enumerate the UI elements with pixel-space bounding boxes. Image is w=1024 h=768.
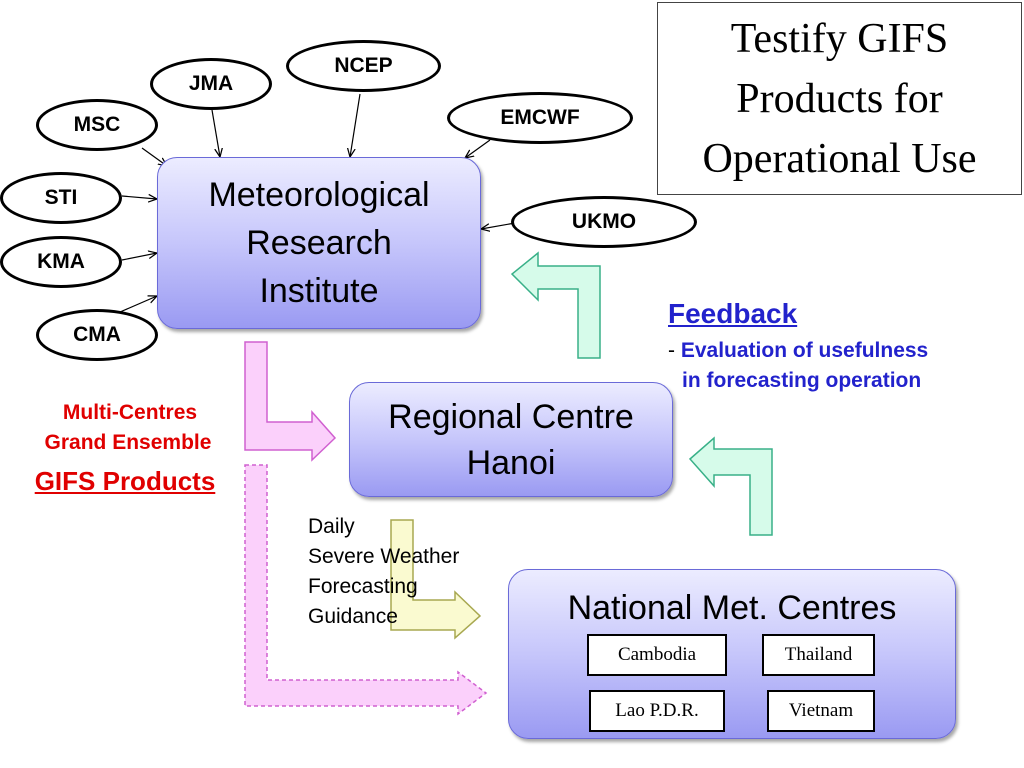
connector-emcwf [465, 139, 491, 158]
mri-line-2: Research [246, 224, 392, 262]
oval-emcwf: EMCWF [447, 92, 633, 144]
feedback-heading: Feedback [668, 298, 798, 329]
guidance-line-3: Forecasting [308, 575, 418, 598]
oval-kma: KMA [0, 236, 122, 288]
slide-title-line-1: Testify GIFS [730, 15, 949, 62]
connector-ukmo [481, 222, 516, 229]
country-vietnam: Vietnam [767, 690, 875, 732]
node-mri: Meteorological Research Institute [157, 157, 481, 329]
guidance-line-2: Severe Weather [308, 545, 460, 568]
yellow-arrow [390, 519, 482, 640]
guidance-line-1: Daily [308, 515, 355, 538]
regional-line-2: Hanoi [466, 443, 556, 482]
oval-ukmo: UKMO [511, 196, 697, 248]
oval-jma: JMA [150, 58, 272, 110]
connector-sti [121, 196, 157, 199]
label-grand-ensemble: Grand Ensemble [44, 431, 212, 454]
node-national-centres: National Met. Centres [508, 569, 956, 739]
feedback-text-1: Evaluation of usefulness [680, 339, 929, 362]
feedback-line-2: in forecasting operation [682, 369, 922, 392]
mri-line-1: Meteorological [208, 176, 430, 214]
oval-ncep: NCEP [286, 40, 441, 92]
pink-dashed-arrow [244, 464, 488, 716]
regional-line-1: Regional Centre [388, 397, 634, 436]
national-title: National Met. Centres [567, 589, 897, 627]
mri-line-3: Institute [259, 272, 379, 310]
slide-title-line-2: Products for [736, 75, 943, 122]
feedback-arrow-lower [688, 436, 773, 536]
feedback-arrow-upper [510, 251, 601, 359]
country-thailand: Thailand [762, 634, 875, 676]
guidance-text: Daily Severe Weather Forecasting Guidanc… [308, 512, 459, 632]
connector-jma [211, 109, 220, 157]
connector-kma [121, 253, 157, 261]
feedback-line-1: - Evaluation of usefulness [668, 336, 928, 366]
guidance-line-4: Guidance [308, 605, 398, 628]
label-multi-centres: Multi-Centres [62, 401, 198, 424]
country-lao-pdr: Lao P.D.R. [589, 690, 725, 732]
pink-bent-arrow [244, 341, 337, 462]
oval-msc: MSC [36, 99, 158, 151]
label-gifs-products: GIFS Products [34, 466, 216, 496]
feedback-dash: - [668, 339, 675, 362]
oval-cma: CMA [36, 309, 158, 361]
oval-sti: STI [0, 172, 122, 224]
connector-ncep [350, 93, 361, 157]
node-regional-centre: Regional Centre Hanoi [349, 382, 673, 497]
slide-title-box: Testify GIFS Products for Operational Us… [657, 2, 1022, 195]
country-cambodia: Cambodia [587, 634, 727, 676]
slide-title-line-3: Operational Use [702, 135, 977, 182]
connector-cma [119, 296, 157, 313]
